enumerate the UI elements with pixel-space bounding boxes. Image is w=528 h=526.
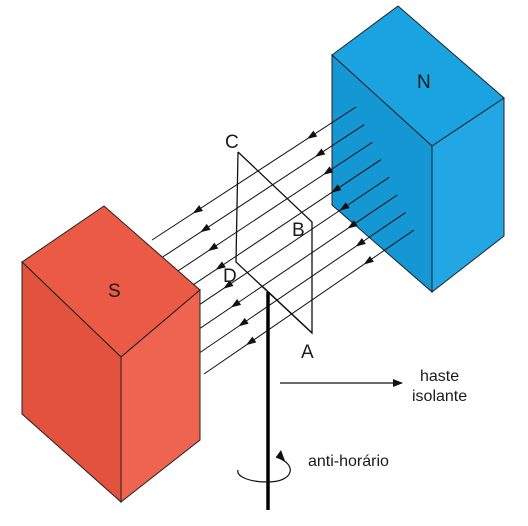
rotation-label: anti-horário bbox=[308, 453, 389, 470]
corner-label-d: D bbox=[223, 266, 237, 287]
field-line-arrowhead bbox=[223, 280, 234, 289]
rotation-indicator-icon bbox=[237, 450, 291, 483]
field-line-arrowhead bbox=[215, 261, 226, 270]
field-line-arrowhead bbox=[230, 299, 242, 308]
field-line-arrowhead bbox=[246, 336, 257, 346]
field-line-arrowhead bbox=[238, 317, 249, 327]
south-magnet-label: S bbox=[108, 281, 121, 302]
field-line-arrowhead bbox=[192, 205, 203, 214]
field-line-arrowhead bbox=[207, 242, 219, 252]
field-line-arrowhead bbox=[315, 148, 326, 157]
rod-label-line1: haste bbox=[420, 368, 459, 385]
field-line-arrowhead bbox=[347, 220, 358, 229]
field-line-arrowhead bbox=[331, 184, 342, 193]
field-line-arrowhead bbox=[363, 255, 374, 265]
rod-label-line2: isolante bbox=[412, 388, 467, 405]
north-magnet-label: N bbox=[417, 72, 431, 93]
south-magnet: S bbox=[21, 205, 201, 504]
coil-loop-lower-edge bbox=[261, 285, 313, 334]
coil-loop: C B D A bbox=[223, 132, 314, 363]
field-line bbox=[166, 141, 373, 279]
field-line-arrowhead bbox=[200, 223, 211, 233]
field-line bbox=[159, 124, 365, 260]
north-magnet-right-face bbox=[431, 97, 505, 294]
field-line-arrowhead bbox=[323, 166, 334, 175]
south-magnet-right-face bbox=[120, 288, 201, 504]
field-line bbox=[188, 194, 398, 337]
field-line-arrowhead bbox=[306, 130, 318, 139]
field-line bbox=[181, 176, 390, 317]
north-magnet: N bbox=[331, 5, 505, 294]
field-line bbox=[203, 229, 415, 375]
corner-label-c: C bbox=[225, 132, 239, 153]
field-line-arrowhead bbox=[339, 202, 350, 211]
field-line-arrowhead bbox=[355, 238, 366, 247]
corner-label-b: B bbox=[292, 220, 305, 241]
coil-loop-frame bbox=[235, 151, 313, 335]
field-lines bbox=[151, 106, 415, 375]
field-line bbox=[196, 212, 406, 356]
field-line bbox=[174, 159, 382, 298]
corner-label-a: A bbox=[301, 342, 314, 363]
field-line bbox=[151, 106, 357, 241]
